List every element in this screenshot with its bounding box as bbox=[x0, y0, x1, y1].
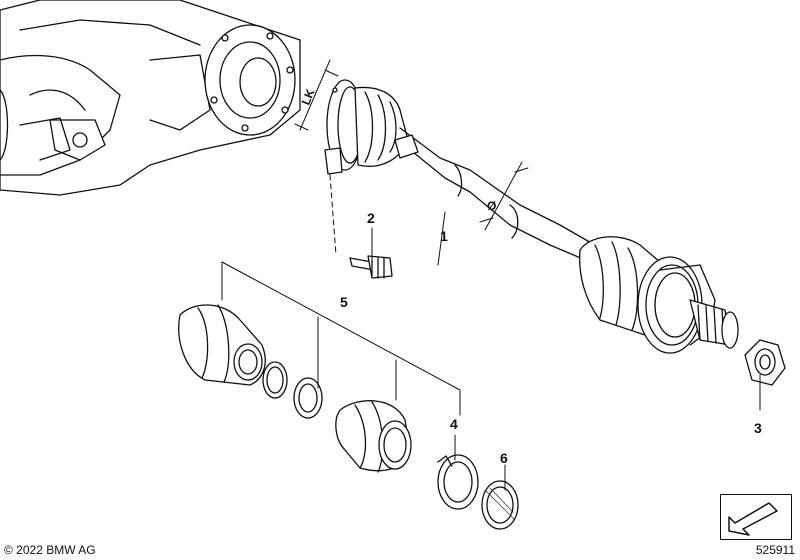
callout-4[interactable]: 4 bbox=[450, 416, 458, 432]
clamp bbox=[437, 454, 479, 510]
image-number: 525911 bbox=[755, 543, 795, 557]
differential-housing bbox=[0, 0, 301, 196]
callout-1[interactable]: 1 bbox=[440, 228, 448, 244]
abs-ring bbox=[481, 480, 519, 530]
callout-5[interactable]: 5 bbox=[340, 294, 348, 310]
boot-repair-kit bbox=[178, 304, 412, 473]
drive-shaft bbox=[324, 79, 739, 354]
callout-2[interactable]: 2 bbox=[367, 210, 375, 226]
copyright-text: © 2022 BMW AG bbox=[4, 543, 96, 557]
collar-nut bbox=[744, 339, 786, 386]
leader-lines bbox=[221, 59, 761, 491]
navigation-box[interactable] bbox=[720, 494, 792, 540]
callout-3[interactable]: 3 bbox=[754, 420, 762, 436]
arrow-down-left-icon bbox=[728, 502, 778, 536]
hex-bolt bbox=[349, 255, 393, 279]
callout-6[interactable]: 6 bbox=[500, 450, 508, 466]
diameter-dimension-label: Ø bbox=[487, 199, 497, 213]
